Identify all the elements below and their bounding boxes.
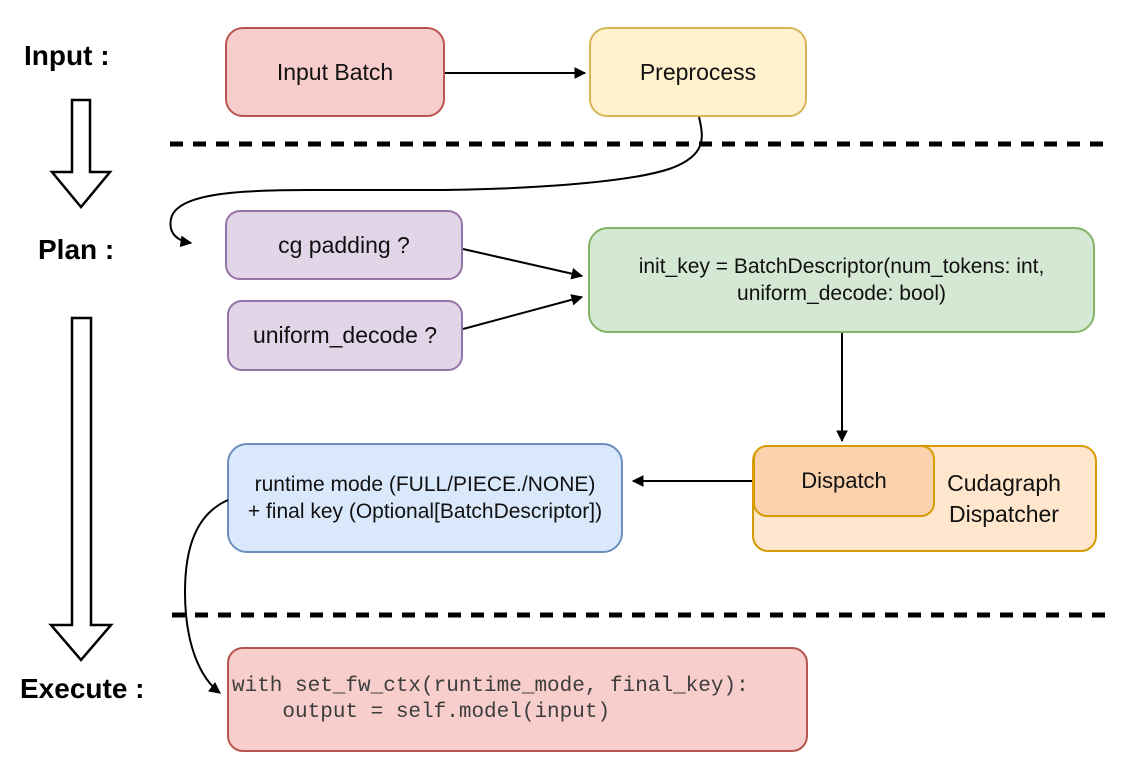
cg-padding-node: cg padding ? [225,210,463,280]
init-key-line2: uniform_decode: bool) [737,282,946,305]
cg-padding-label: cg padding ? [278,231,410,258]
uniform-decode-label: uniform_decode ? [252,322,438,349]
arrow-uniformdecode-to-initkey [462,294,584,330]
stage-label-execute: Execute : [20,673,145,704]
runtime-mode-line1: runtime mode (FULL/PIECE./NONE) [254,473,596,496]
dispatch-label: Dispatch [801,468,887,494]
stage-label-input: Input : [24,40,110,71]
cudagraph-dispatcher-label: Cudagraph Dispatcher [947,469,1061,527]
execute-code-node: with set_fw_ctx(runtime_mode, final_key)… [227,647,808,752]
preprocess-label: Preprocess [639,58,757,85]
input-batch-node: Input Batch [225,27,445,117]
stage-arrow-input-to-plan-icon [49,98,113,209]
dispatch-node: Dispatch [753,445,935,517]
input-batch-label: Input Batch [276,58,394,85]
runtime-mode-node: runtime mode (FULL/PIECE./NONE) + final … [227,443,623,553]
execute-code-line2: output = self.model(input) [232,700,611,724]
runtime-mode-line2: + final key (Optional[BatchDescriptor]) [247,500,603,523]
execute-code-line1: with set_fw_ctx(runtime_mode, final_key)… [232,674,749,698]
init-key-line1: init_key = BatchDescriptor(num_tokens: i… [638,255,1045,278]
uniform-decode-node: uniform_decode ? [227,300,463,371]
arrow-cgpadding-to-initkey [462,248,584,280]
preprocess-node: Preprocess [589,27,807,117]
stage-arrow-plan-to-execute-icon [48,316,114,662]
init-key-node: init_key = BatchDescriptor(num_tokens: i… [588,227,1095,333]
stage-label-plan: Plan : [38,234,115,265]
arrow-runtimemode-to-executecode [183,499,229,694]
